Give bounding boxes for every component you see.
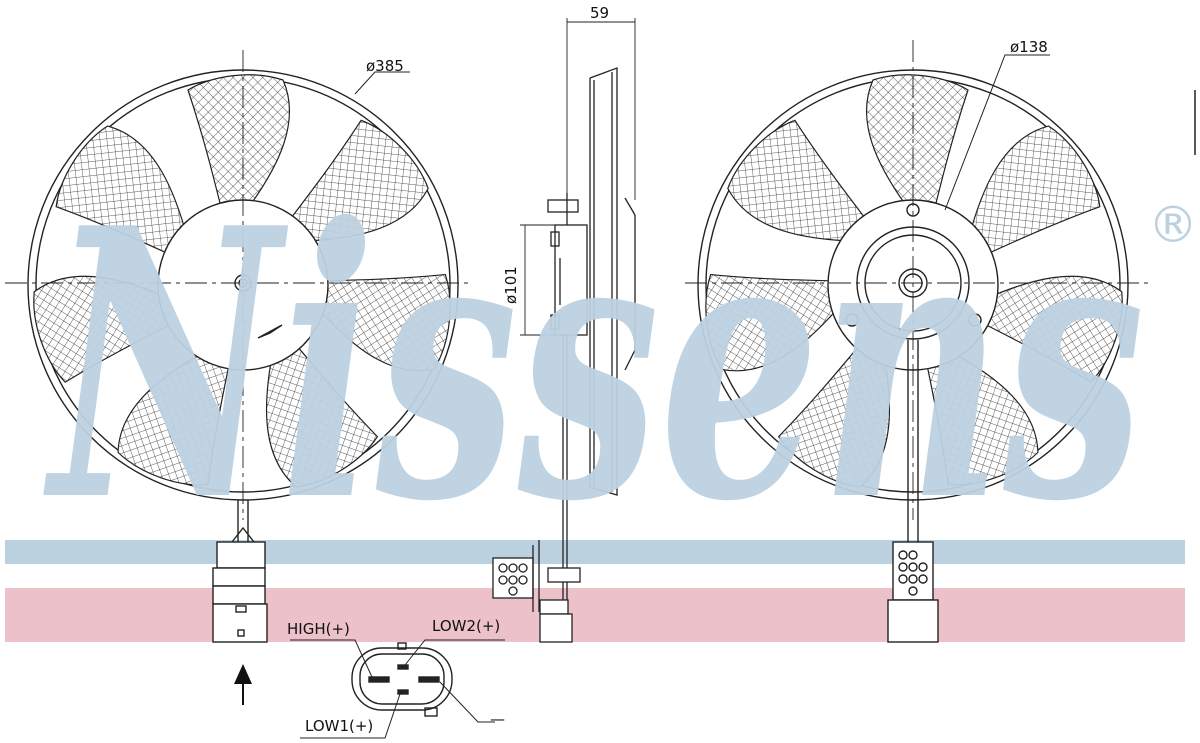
depth-label: 59	[590, 4, 609, 22]
pin-high-label: HIGH(+)	[287, 620, 350, 638]
registered-mark-icon: ®	[1148, 196, 1198, 254]
pin-low2-label: LOW2(+)	[432, 617, 500, 635]
hub-diameter-label: ø138	[1010, 38, 1048, 56]
motor-diameter-label: ø101	[502, 266, 520, 304]
side-view-fan	[492, 18, 636, 643]
brand-band-pink	[5, 588, 1185, 642]
front-view-fan	[5, 50, 470, 643]
up-arrow-icon	[234, 664, 252, 705]
brand-band-blue	[5, 540, 1185, 564]
pin-ground-label: —	[490, 710, 505, 728]
brand-watermark: Nissens	[42, 149, 1145, 583]
rear-view-fan	[685, 40, 1150, 643]
fan-diameter-label: ø385	[366, 57, 404, 75]
pin-low1-label: LOW1(+)	[305, 717, 373, 735]
connector-pinout	[290, 639, 505, 739]
